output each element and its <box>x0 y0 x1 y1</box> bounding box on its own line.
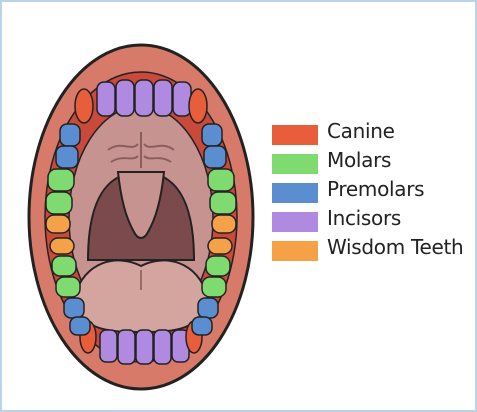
legend-label-canine: Canine <box>327 119 395 143</box>
legend-label-wisdom-teeth: Wisdom Teeth <box>327 235 463 259</box>
legend-label-incisors: Incisors <box>327 206 401 230</box>
legend-swatch-canine <box>272 125 318 145</box>
legend-label-molars: Molars <box>327 148 391 172</box>
legend-swatch-premolars <box>272 183 318 203</box>
lower-incisors <box>100 330 189 364</box>
open-mouth-illustration <box>26 40 256 395</box>
legend-swatch-molars <box>272 154 318 174</box>
upper-incisors <box>97 80 191 116</box>
legend-swatch-wisdom-teeth <box>272 241 318 261</box>
legend-label-premolars: Premolars <box>327 177 424 201</box>
legend-swatch-incisors <box>272 212 318 232</box>
